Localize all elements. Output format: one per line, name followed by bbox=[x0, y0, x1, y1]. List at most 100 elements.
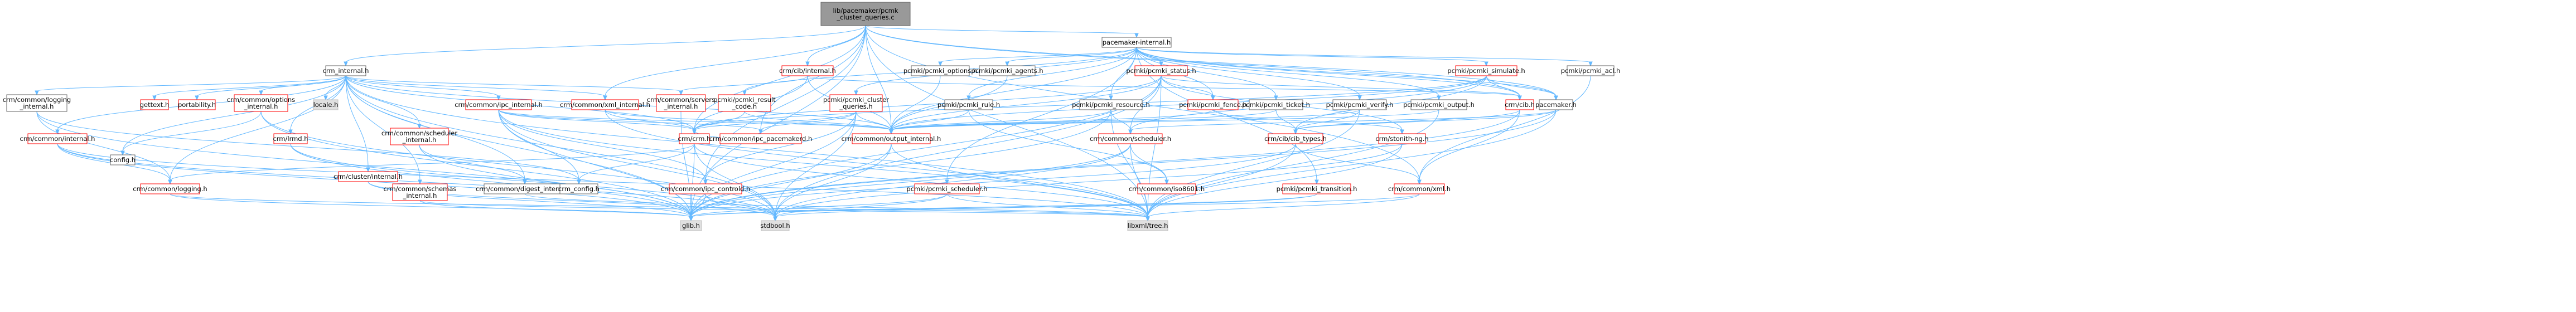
node-box bbox=[390, 128, 449, 145]
node-box bbox=[1282, 183, 1351, 194]
node-box bbox=[1539, 99, 1573, 110]
node-crm-scheduler[interactable]: crm/common/scheduler.h bbox=[1090, 133, 1171, 144]
node-pcmk-resource[interactable]: pcmki/pcmki_resource.h bbox=[1072, 99, 1150, 110]
node-cib-types[interactable]: crm/cib/cib_types.h bbox=[1264, 133, 1327, 144]
node-xml-internal[interactable]: crm/common/xml_internal.h bbox=[560, 99, 650, 110]
node-crm-config[interactable]: crm_config.h bbox=[558, 183, 600, 194]
node-locale[interactable]: locale.h bbox=[313, 99, 339, 110]
node-cib-internal[interactable]: crm/cib/internal.h bbox=[779, 65, 836, 76]
edge-pacemaker_internal-to-pcmk_acl bbox=[1136, 47, 1593, 67]
node-scheduler-internal[interactable]: crm/common/scheduler_internal.h bbox=[381, 128, 457, 145]
edge-lrmd-to-glib bbox=[290, 143, 693, 222]
edge-cib_internal-to-servers_internal bbox=[679, 75, 808, 96]
node-label: crm/common/scheduler bbox=[381, 129, 457, 137]
node-glib[interactable]: glib.h bbox=[680, 220, 702, 231]
node-box bbox=[1410, 99, 1467, 110]
node-options-internal[interactable]: crm/common/options_internal.h bbox=[227, 94, 295, 112]
node-label: crm/stonith-ng.h bbox=[1375, 135, 1428, 143]
node-box bbox=[761, 220, 790, 231]
edge-root-to-cib_internal bbox=[805, 25, 866, 67]
node-digest-internal[interactable]: crm/common/digest_internal.h bbox=[476, 183, 574, 194]
edge-crm_internal-to-options_internal bbox=[259, 75, 346, 96]
node-box bbox=[820, 2, 911, 26]
node-label: _internal.h bbox=[403, 192, 437, 199]
node-ipc-controld[interactable]: crm/common/ipc_controld.h bbox=[661, 183, 751, 194]
edge-logging_internal-to-crm_logging bbox=[36, 111, 172, 185]
node-crm-internal[interactable]: crm_internal.h bbox=[323, 65, 369, 76]
node-box bbox=[178, 99, 216, 110]
edge-crm_xml-to-glib bbox=[689, 193, 1420, 222]
node-box bbox=[829, 94, 883, 112]
edge-pcmk_output-to-libxml_tree bbox=[1146, 109, 1439, 222]
edge-pcmk_scheduler-to-glib bbox=[689, 193, 948, 222]
node-crm-xml[interactable]: crm/common/xml.h bbox=[1388, 183, 1451, 194]
node-config[interactable]: config.h bbox=[110, 154, 136, 165]
edge-root-to-xml_internal bbox=[603, 25, 866, 101]
node-pcmk-output[interactable]: pcmki/pcmki_output.h bbox=[1403, 99, 1475, 110]
node-pcmk-cluster-queries[interactable]: pcmki/pcmki_cluster_queries.h bbox=[823, 94, 889, 112]
node-cluster-internal[interactable]: crm/cluster/internal.h bbox=[334, 171, 403, 182]
edge-logging_internal-to-crm_config bbox=[36, 111, 581, 185]
edge-pacemaker_internal-to-pcmk_ticket bbox=[1136, 47, 1278, 101]
node-ipc-pacemakerd[interactable]: crm/common/ipc_pacemakerd.h bbox=[709, 133, 813, 144]
node-label: lib/pacemaker/pcmk bbox=[833, 7, 898, 14]
node-label: _internal.h bbox=[664, 103, 698, 110]
node-label: crm/common/iso8601.h bbox=[1129, 185, 1205, 193]
edge-pcmk_simulate-to-pacemaker bbox=[1486, 75, 1558, 101]
node-output-internal[interactable]: crm/common/output_internal.h bbox=[842, 133, 941, 144]
node-root[interactable]: lib/pacemaker/pcmk_cluster_queries.c bbox=[820, 2, 911, 26]
edge-ipc_internal-to-crm_crm bbox=[498, 109, 697, 135]
node-label: _code.h bbox=[732, 103, 757, 110]
node-gettext[interactable]: gettext.h bbox=[140, 99, 170, 110]
node-logging-internal[interactable]: crm/common/logging_internal.h bbox=[3, 94, 71, 112]
node-pacemaker-internal[interactable]: pacemaker-internal.h bbox=[1101, 37, 1172, 48]
edge-pcmk_status-to-crm_cib bbox=[1161, 75, 1522, 101]
node-label: crm/common/ipc_internal.h bbox=[455, 101, 543, 109]
node-pcmk-result-code[interactable]: pcmki/pcmki_result_code.h bbox=[713, 94, 776, 112]
node-box bbox=[1134, 65, 1188, 76]
node-stonith-ng[interactable]: crm/stonith-ng.h bbox=[1375, 133, 1429, 144]
node-schemas-internal[interactable]: crm/common/schemas_internal.h bbox=[384, 183, 457, 201]
node-box bbox=[1079, 99, 1143, 110]
node-label: pcmki/pcmki_acl.h bbox=[1561, 67, 1621, 75]
node-pacemaker[interactable]: pacemaker.h bbox=[1535, 99, 1577, 110]
node-label: glib.h bbox=[682, 222, 700, 230]
node-common-internal[interactable]: crm/common/internal.h bbox=[20, 133, 95, 144]
node-label: pcmki/pcmki_verify.h bbox=[1326, 101, 1394, 109]
node-lrmd[interactable]: crm/lrmd.h bbox=[273, 133, 308, 144]
node-pcmk-status[interactable]: pcmki/pcmki_status.h bbox=[1126, 65, 1196, 76]
edge-pacemaker_internal-to-pcmk_scheduler bbox=[945, 47, 1137, 185]
node-pcmk-fence[interactable]: pcmki/pcmki_fence.h bbox=[1179, 99, 1247, 110]
node-box bbox=[718, 94, 771, 112]
node-label: pcmki/pcmki_options.h bbox=[903, 67, 977, 75]
node-pcmk-rule[interactable]: pcmki/pcmki_rule.h bbox=[937, 99, 1000, 110]
node-label: crm/common/options bbox=[227, 96, 295, 104]
node-label: portability.h bbox=[178, 101, 216, 109]
node-iso8601[interactable]: crm/common/iso8601.h bbox=[1129, 183, 1205, 194]
node-label: pcmki/pcmki_simulate.h bbox=[1447, 67, 1525, 75]
node-ipc-internal[interactable]: crm/common/ipc_internal.h bbox=[455, 99, 543, 110]
node-pcmk-transition[interactable]: pcmki/pcmki_transition.h bbox=[1277, 183, 1357, 194]
edge-common_internal-to-stdbool bbox=[57, 143, 777, 222]
node-pcmk-scheduler[interactable]: pcmki/pcmki_scheduler.h bbox=[906, 183, 988, 194]
node-portability[interactable]: portability.h bbox=[178, 99, 216, 110]
node-pcmk-agents[interactable]: pcmki/pcmki_agents.h bbox=[971, 65, 1043, 76]
node-box bbox=[719, 133, 802, 144]
edge-crm_crm-to-crm_config bbox=[577, 143, 695, 185]
node-pcmk-verify[interactable]: pcmki/pcmki_verify.h bbox=[1326, 99, 1394, 110]
node-servers-internal[interactable]: crm/common/servers_internal.h bbox=[647, 94, 715, 112]
node-pcmk-ticket[interactable]: pcmki/pcmki_ticket.h bbox=[1242, 99, 1310, 110]
node-label: crm/crm.h bbox=[678, 135, 711, 143]
node-pcmk-acl[interactable]: pcmki/pcmki_acl.h bbox=[1561, 65, 1621, 76]
edge-pcmk_cluster_queries-to-output_internal bbox=[856, 111, 893, 135]
node-pcmk-simulate[interactable]: pcmki/pcmki_simulate.h bbox=[1447, 65, 1525, 76]
node-crm-logging[interactable]: crm/common/logging.h bbox=[133, 183, 207, 194]
edge-root-to-pacemaker bbox=[865, 25, 1558, 101]
node-libxml-tree[interactable]: libxml/tree.h bbox=[1127, 220, 1168, 231]
nodes-layer: lib/pacemaker/pcmk_cluster_queries.c crm_… bbox=[3, 2, 1621, 231]
node-box bbox=[1249, 99, 1303, 110]
node-crm-cib[interactable]: crm/cib.h bbox=[1505, 99, 1535, 110]
node-pcmk-options[interactable]: pcmki/pcmki_options.h bbox=[903, 65, 977, 76]
node-stdbool[interactable]: stdbool.h bbox=[760, 220, 790, 231]
node-crm-crm[interactable]: crm/crm.h bbox=[678, 133, 711, 144]
